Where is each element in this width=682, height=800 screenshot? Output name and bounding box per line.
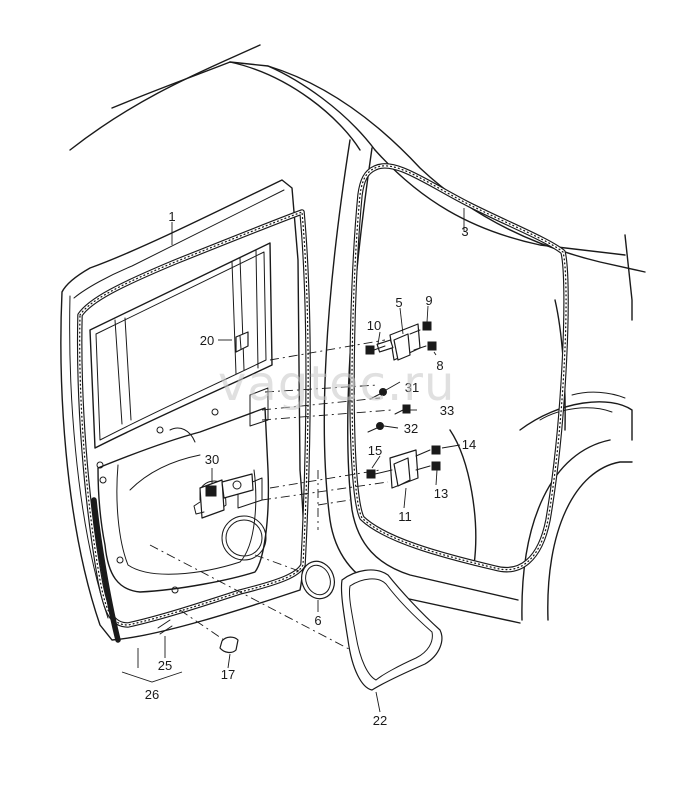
callout-26: 26 — [145, 687, 159, 702]
callout-31: 31 — [405, 380, 419, 395]
part-6-cap — [301, 560, 335, 600]
watermark: vagtec.ru — [218, 356, 455, 412]
callout-labels: 1 3 5 6 8 9 10 11 13 14 15 17 20 22 25 2… — [145, 209, 476, 728]
callout-1: 1 — [168, 209, 175, 224]
part-22-sheet — [340, 569, 443, 691]
callout-11: 11 — [398, 509, 412, 524]
upper-hinge — [365, 321, 437, 361]
callout-25: 25 — [158, 658, 172, 673]
callout-30: 30 — [205, 452, 219, 467]
part-30-lock — [193, 473, 254, 519]
callout-33: 33 — [440, 403, 454, 418]
callout-6: 6 — [314, 613, 321, 628]
part-25 — [157, 619, 173, 635]
callout-17: 17 — [221, 667, 235, 682]
callout-14: 14 — [462, 437, 476, 452]
callout-10: 10 — [367, 318, 381, 333]
callout-5: 5 — [395, 295, 402, 310]
leader-lines — [121, 208, 465, 713]
lower-hinge — [366, 445, 441, 489]
body-shell — [69, 44, 646, 624]
callout-13: 13 — [434, 486, 448, 501]
callout-15: 15 — [368, 443, 382, 458]
callout-22: 22 — [373, 713, 387, 728]
callout-20: 20 — [200, 333, 214, 348]
callout-32: 32 — [404, 421, 418, 436]
part-17 — [219, 636, 239, 654]
callout-3: 3 — [461, 224, 468, 239]
callout-8: 8 — [436, 358, 443, 373]
callout-9: 9 — [425, 293, 432, 308]
door-assembly — [60, 179, 311, 643]
alignment-lines — [149, 339, 393, 661]
bolts-31-32-33 — [367, 388, 411, 433]
part-20-clip — [235, 331, 249, 353]
